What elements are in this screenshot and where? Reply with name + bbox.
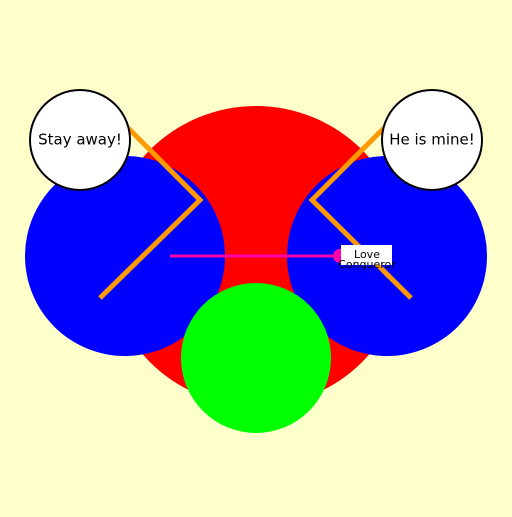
left-speech-bubble-circle [29, 89, 131, 191]
connector-label-line1: Love [354, 248, 380, 261]
right-speech-bubble-text: He is mine! [389, 131, 475, 149]
connector-label-box [341, 245, 392, 265]
left-orange-zigzag [98, 126, 204, 300]
left-blue-circle [25, 156, 225, 356]
bottom-green-circle [181, 283, 331, 433]
right-orange-zigzag [308, 126, 413, 300]
connector-label-line2: Conqueror [338, 258, 396, 271]
left-speech-bubble-text: Stay away! [38, 131, 122, 149]
left-speech-bubble: Stay away! [29, 89, 131, 191]
connector-label: Love Conqueror [338, 245, 396, 271]
right-speech-bubble-circle [381, 89, 483, 191]
right-speech-bubble: He is mine! [381, 89, 483, 191]
